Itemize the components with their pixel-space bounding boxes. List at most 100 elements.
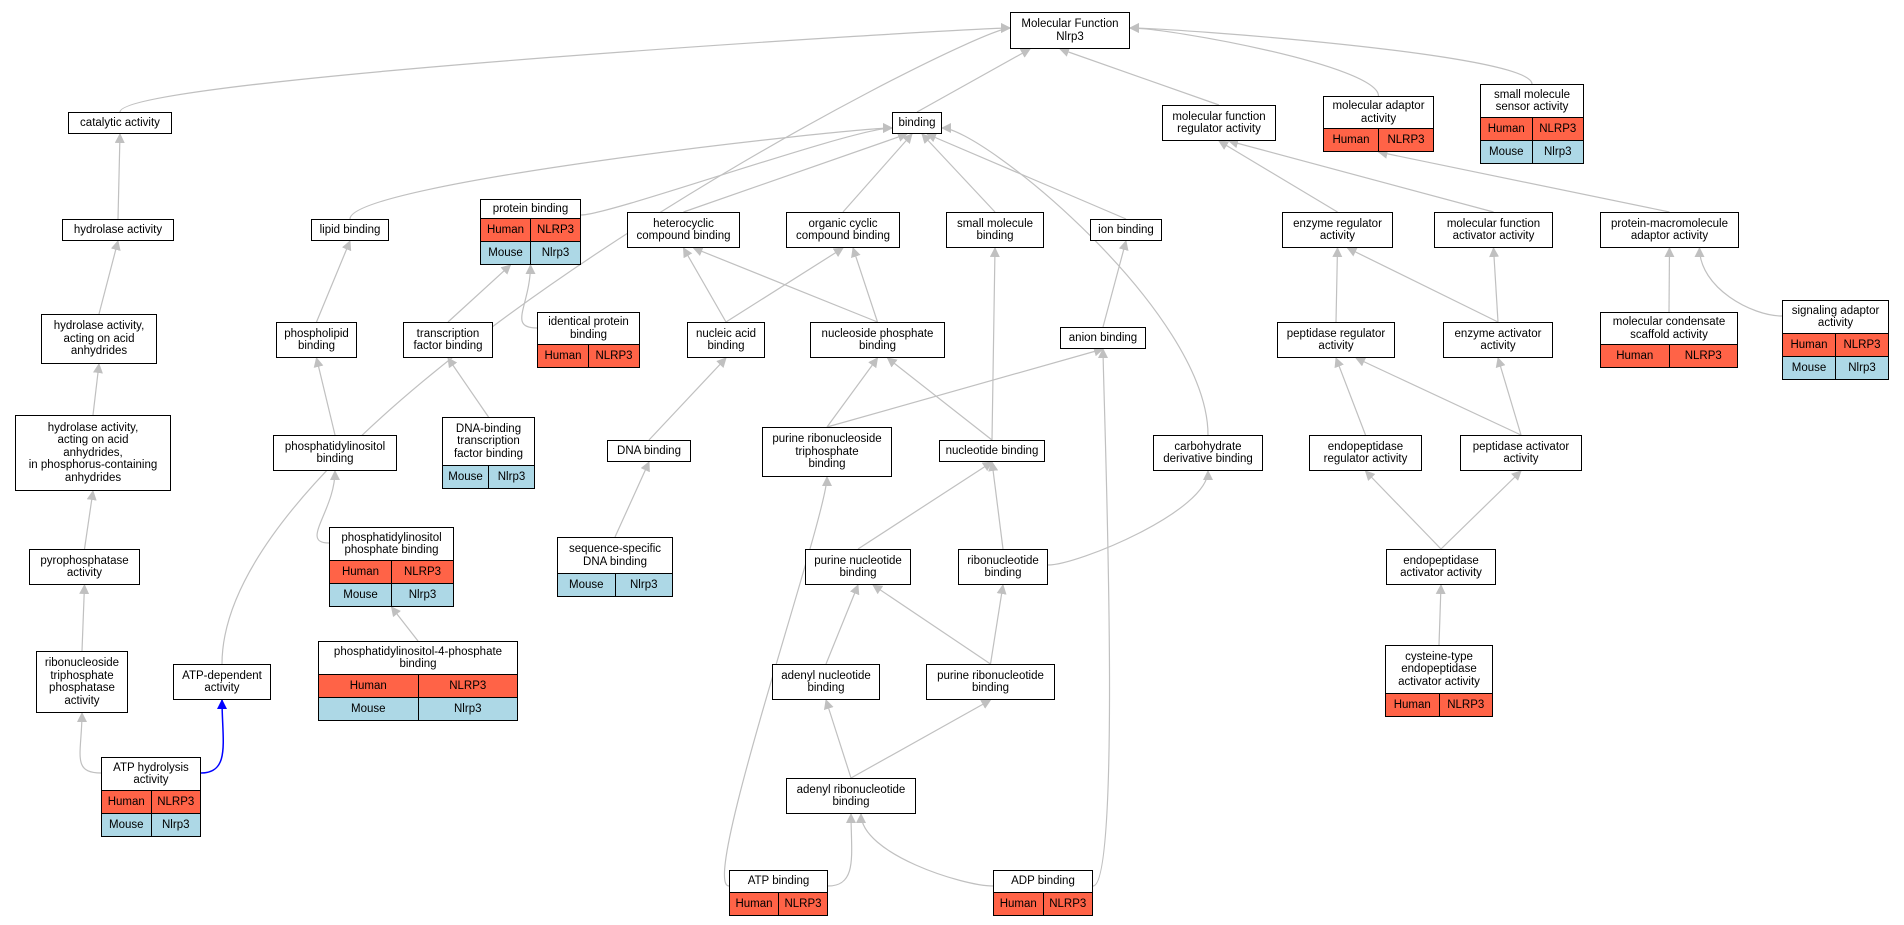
go-term-catalytic-activity[interactable]: catalytic activity [68,112,172,134]
go-term-cysteine-type-endopeptidase-activator-activity[interactable]: cysteine-type endopeptidase activator ac… [1385,645,1493,717]
go-term-hydrolase-activity-acting-on-acid-anhydrides-in-phosphorus-containing-anhydrides[interactable]: hydrolase activity, acting on acid anhyd… [15,415,171,491]
go-term-hydrolase-activity-acting-on-acid-anhydrides[interactable]: hydrolase activity, acting on acid anhyd… [41,314,157,364]
go-term-nucleic-acid-binding[interactable]: nucleic acid binding [687,322,765,358]
term-label: nucleic acid binding [695,327,757,353]
mouse-gene-cell: Nlrp3 [391,584,453,606]
edge-adenyl-to-pnb [825,584,860,665]
go-term-peptidase-regulator-activity[interactable]: peptidase regulator activity [1277,322,1395,358]
edge-atpdep-to-mf [221,23,1011,665]
term-label: nucleotide binding [945,444,1039,457]
term-label: transcription factor binding [413,327,483,353]
term-label: adenyl ribonucleotide binding [796,783,906,809]
go-term-molecular-function-activator-activity[interactable]: molecular function activator activity [1434,212,1553,248]
human-gene-cell: NLRP3 [778,893,827,915]
edge-hydpho-to-hydaa [92,363,103,416]
go-term-endopeptidase-regulator-activity[interactable]: endopeptidase regulator activity [1309,435,1422,471]
go-term-molecular-function-regulator-activity[interactable]: molecular function regulator activity [1162,105,1276,141]
edge-rnb-to-nuc [988,461,1004,550]
go-term-lipid-binding[interactable]: lipid binding [311,219,389,241]
edge-pnb-to-nuc [857,461,993,550]
term-label: ATP-dependent activity [182,669,262,695]
go-term-purine-ribonucleotide-binding[interactable]: purine ribonucleotide binding [926,664,1055,700]
human-species-cell: Human [735,898,773,910]
go-term-nucleoside-phosphate-binding[interactable]: nucleoside phosphate binding [810,322,945,358]
go-term-heterocyclic-compound-binding[interactable]: heterocyclic compound binding [627,212,740,248]
go-term-anion-binding[interactable]: anion binding [1060,327,1146,349]
human-species-cell: Human [1790,339,1828,351]
go-term-protein-macromolecule-adaptor-activity[interactable]: protein-macromolecule adaptor activity [1600,212,1739,248]
go-term-ion-binding[interactable]: ion binding [1090,219,1162,241]
edge-dnatf-to-tfb [447,357,489,418]
go-term-ribonucleotide-binding[interactable]: ribonucleotide binding [958,549,1048,585]
term-label: adenyl nucleotide binding [781,669,871,695]
go-term-endopeptidase-activator-activity[interactable]: endopeptidase activator activity [1386,549,1496,585]
go-term-small-molecule-binding[interactable]: small molecule binding [946,212,1044,248]
go-term-pyrophosphatase-activity[interactable]: pyrophosphatase activity [29,549,140,585]
go-term-organic-cyclic-compound-binding[interactable]: organic cyclic compound binding [786,212,900,248]
go-term-carbohydrate-derivative-binding[interactable]: carbohydrate derivative binding [1153,435,1263,471]
edge-phospholip-to-lipid [315,240,352,323]
go-term-phosphatidylinositol-binding[interactable]: phosphatidylinositol binding [273,435,397,471]
term-label: enzyme regulator activity [1293,217,1382,243]
go-term-adenyl-ribonucleotide-binding[interactable]: adenyl ribonucleotide binding [786,778,916,814]
go-term-binding[interactable]: binding [892,112,942,134]
mouse-gene-cell: Nlrp3 [150,814,201,836]
go-term-ribonucleoside-triphosphate-phosphatase-activity[interactable]: ribonucleoside triphosphate phosphatase … [36,651,128,713]
go-term-purine-ribonucleoside-triphosphate-binding[interactable]: purine ribonucleoside triphosphate bindi… [762,427,892,477]
go-term-dna-binding[interactable]: DNA binding [607,440,691,462]
mouse-species-cell: Mouse [568,579,604,591]
edge-pmaa-to-molad [1377,148,1670,213]
term-label: protein-macromolecule adaptor activity [1611,217,1728,243]
go-term-enzyme-activator-activity[interactable]: enzyme activator activity [1443,322,1553,358]
go-term-adenyl-nucleotide-binding[interactable]: adenyl nucleotide binding [772,664,880,700]
go-term-hydrolase-activity[interactable]: hydrolase activity [62,219,174,241]
go-term-enzyme-regulator-activity[interactable]: enzyme regulator activity [1282,212,1393,248]
edge-adrib-to-prnb [850,699,992,779]
go-term-purine-nucleotide-binding[interactable]: purine nucleotide binding [805,549,911,585]
mouse-gene-cell: Nlrp3 [1835,357,1888,379]
go-term-dna-binding-transcription-factor-binding[interactable]: DNA-binding transcription factor binding… [442,417,535,489]
human-gene-cell: NLRP3 [1438,694,1493,716]
go-term-phosphatidylinositol-4-phosphate-binding[interactable]: phosphatidylinositol-4-phosphate binding… [318,641,518,721]
go-term-peptidase-activator-activity[interactable]: peptidase activator activity [1460,435,1582,471]
edge-molad-to-mf [1129,23,1380,97]
term-label: ion binding [1098,223,1154,236]
term-label: phosphatidylinositol phosphate binding [341,531,442,557]
mouse-species-cell: Mouse [448,471,483,483]
edge-hydaa-to-hyd [98,240,121,315]
go-term-nucleotide-binding[interactable]: nucleotide binding [939,440,1045,462]
edge-prnb-to-pnb [872,584,991,665]
edge-sms-to-mf [1129,23,1533,85]
edge-orgcyc-to-bind [842,133,913,213]
edge-nsp-to-orgcyc [851,247,879,323]
go-term-phospholipid-binding[interactable]: phospholipid binding [276,322,357,358]
edge-pepreg-to-enzreg [1332,247,1343,323]
edge-nuca-to-hetero [682,247,727,323]
go-term-transcription-factor-binding[interactable]: transcription factor binding [403,322,493,358]
term-label: protein binding [492,202,569,215]
edge-atphyd-to-rntpase [76,712,102,774]
go-term-molecular-function-nlrp3[interactable]: Molecular Function Nlrp3 [1010,12,1130,49]
term-label: peptidase activator activity [1472,440,1570,466]
term-label: purine ribonucleotide binding [937,669,1044,695]
go-term-atp-dependent-activity[interactable]: ATP-dependent activity [173,664,271,700]
human-species-cell: Human [107,796,145,808]
mouse-species-cell: Mouse [488,247,523,259]
edge-rnb-to-carb [1047,470,1213,566]
edge-atpb-to-prntp [723,476,832,887]
human-species-cell: Human [1393,699,1431,711]
